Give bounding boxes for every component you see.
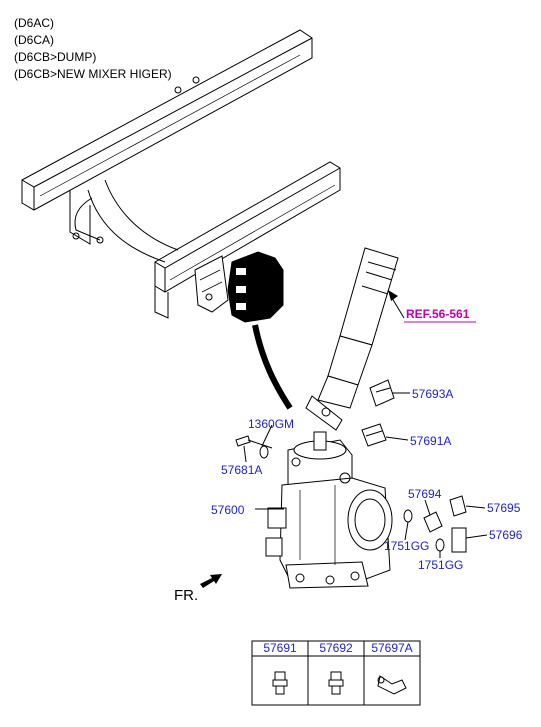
straight-fitting-icon (328, 671, 344, 695)
fittings (361, 379, 467, 553)
table-header[interactable]: 57691 (263, 641, 297, 655)
front-marker: FR. (174, 574, 222, 604)
straight-fitting-icon (272, 671, 288, 695)
reference-label[interactable]: REF.56-561 (406, 307, 470, 321)
reference-callout[interactable]: REF.56-561 (388, 290, 476, 323)
callout-1751GG[interactable]: 1751GG (384, 539, 429, 553)
leader-lines (243, 392, 488, 558)
front-label: FR. (174, 587, 198, 604)
variant-list: (D6AC) (D6CA) (D6CB>DUMP) (D6CB>NEW MIXE… (14, 16, 172, 81)
variant-line: (D6CB>NEW MIXER HIGER) (14, 67, 172, 81)
chassis-frame (21, 29, 341, 319)
callout-1751GG[interactable]: 1751GG (418, 558, 463, 572)
variant-line: (D6CB>DUMP) (14, 50, 96, 64)
front-arrow-icon (200, 574, 222, 588)
callout-57696[interactable]: 57696 (489, 528, 523, 542)
steering-shaft (305, 247, 399, 431)
steering-gear-box (265, 431, 393, 589)
callout-57600[interactable]: 57600 (211, 503, 245, 517)
callout-1360GM[interactable]: 1360GM (248, 417, 294, 431)
bolt-and-washer (235, 435, 273, 459)
callout-labels: 57693A 57691A 1360GM 57681A 57600 57694 … (211, 387, 523, 572)
callout-57691A[interactable]: 57691A (410, 434, 451, 448)
elbow-fitting-icon (377, 675, 407, 695)
mounting-bracket-highlight (227, 251, 293, 410)
table-header[interactable]: 57697A (371, 641, 412, 655)
callout-57693A[interactable]: 57693A (412, 387, 453, 401)
variant-line: (D6CA) (14, 33, 54, 47)
callout-57695[interactable]: 57695 (487, 501, 521, 515)
callout-57681A[interactable]: 57681A (221, 463, 262, 477)
parts-table: 57691 57692 57697A (251, 640, 421, 706)
callout-57694[interactable]: 57694 (408, 487, 442, 501)
variant-line: (D6AC) (14, 16, 54, 30)
table-header[interactable]: 57692 (319, 641, 353, 655)
